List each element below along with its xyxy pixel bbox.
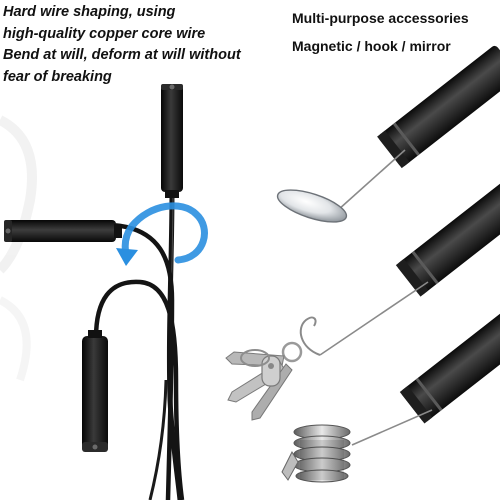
accessory-hook: [225, 174, 500, 421]
left-caption-line-1: Hard wire shaping, using: [3, 4, 176, 20]
right-caption-line-2: Magnetic / hook / mirror: [292, 38, 451, 54]
magnet-accessory-icon: [281, 424, 351, 483]
hook-accessory-icon: [299, 316, 321, 356]
mirror-accessory-icon: [276, 189, 348, 223]
camera-vertical-top: [161, 84, 183, 198]
left-caption-line-3: Bend at will, deform at will without: [3, 47, 241, 63]
accessory-magnet: [281, 301, 500, 483]
camera-vertical-bottom: [82, 330, 108, 452]
right-caption-line-1: Multi-purpose accessories: [292, 10, 469, 26]
accessory-mirror: [276, 45, 500, 223]
left-caption-line-4: fear of breaking: [3, 68, 112, 85]
background-swooshes: [0, 115, 37, 382]
left-caption-line-2: high-quality copper core wire: [3, 25, 206, 42]
keys-icon: [225, 341, 303, 421]
cable-group: [93, 189, 185, 500]
curved-arrow-icon: [116, 202, 208, 266]
camera-horizontal: [4, 220, 122, 242]
right-caption: Multi-purpose accessories Magnetic / hoo…: [292, 4, 497, 60]
left-caption: Hard wire shaping, using high-quality co…: [3, 2, 283, 88]
